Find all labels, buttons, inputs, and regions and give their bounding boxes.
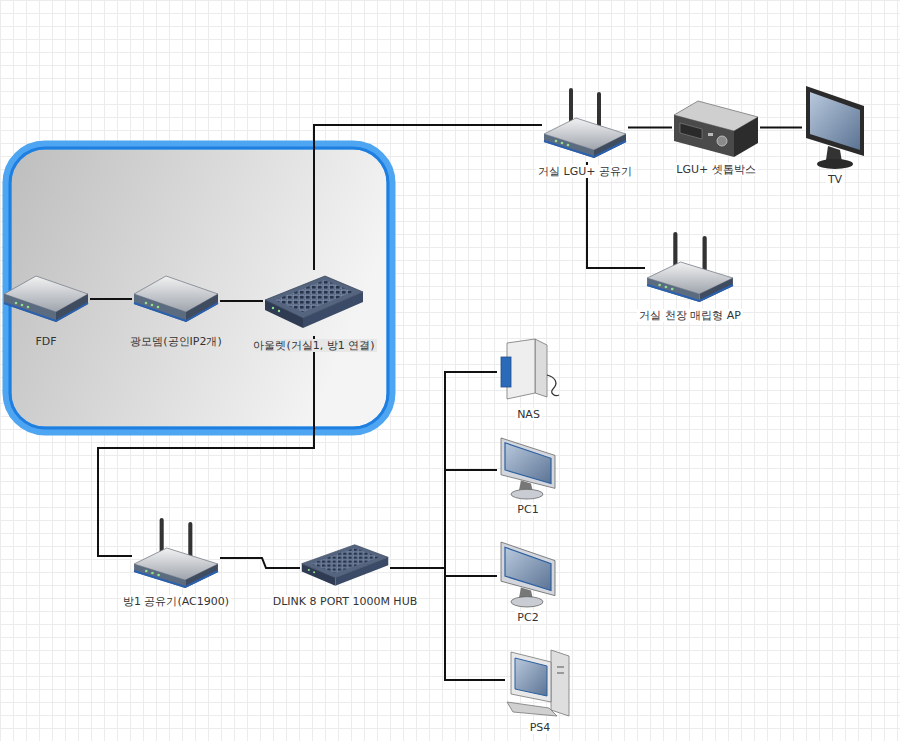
network-cable bbox=[390, 470, 497, 568]
device-icon bbox=[2, 266, 90, 332]
network-device: LGU+ 셋톱박스 bbox=[672, 95, 760, 160]
device-icon-shape bbox=[265, 276, 363, 328]
device-icon-shape bbox=[806, 86, 864, 169]
device-icon-shape bbox=[507, 650, 569, 716]
device-icon bbox=[645, 232, 735, 306]
network-cable bbox=[98, 336, 314, 556]
network-device: FDF bbox=[2, 266, 90, 332]
device-icon bbox=[132, 266, 220, 332]
device-icon-shape bbox=[302, 545, 388, 586]
device-label: 광모뎀(공인IP2개) bbox=[128, 335, 223, 348]
device-icon-shape bbox=[544, 88, 626, 158]
network-device: 거실 LGU+ 공유기 bbox=[542, 88, 628, 162]
network-device: PC2 bbox=[497, 540, 559, 608]
device-label: NAS bbox=[515, 408, 542, 421]
device-icon-shape bbox=[134, 276, 218, 322]
device-label: 아울렛(거실1, 방1 연결) bbox=[251, 339, 376, 352]
device-label: FDF bbox=[33, 335, 58, 348]
network-cable bbox=[90, 298, 132, 300]
device-icon bbox=[505, 638, 575, 718]
network-device: 아울렛(거실1, 방1 연결) bbox=[263, 270, 365, 336]
device-icon-shape bbox=[647, 232, 733, 302]
device-label: 방1 공유기(AC1900) bbox=[121, 595, 231, 608]
network-cable bbox=[390, 568, 505, 680]
network-device: 광모뎀(공인IP2개) bbox=[132, 266, 220, 332]
network-device: TV bbox=[802, 84, 868, 170]
device-label: DLINK 8 PORT 1000M HUB bbox=[271, 595, 419, 608]
device-label: 거실 천장 매립형 AP bbox=[637, 309, 743, 322]
network-cable bbox=[628, 127, 672, 129]
network-cable bbox=[390, 568, 497, 576]
network-device: 방1 공유기(AC1900) bbox=[132, 518, 220, 592]
device-icon bbox=[497, 335, 560, 405]
device-icon-shape bbox=[501, 438, 555, 499]
device-label: PC2 bbox=[515, 611, 540, 624]
device-icon bbox=[263, 270, 365, 336]
device-icon bbox=[497, 436, 559, 500]
device-icon bbox=[672, 95, 760, 160]
device-icon-shape bbox=[674, 101, 758, 157]
network-cable bbox=[314, 125, 542, 270]
network-device: NAS bbox=[497, 335, 560, 405]
network-cable bbox=[760, 127, 802, 129]
device-label: PS4 bbox=[528, 721, 553, 734]
device-icon bbox=[802, 84, 868, 170]
network-device: PC1 bbox=[497, 436, 559, 500]
network-device: 거실 천장 매립형 AP bbox=[645, 232, 735, 306]
device-icon bbox=[300, 540, 390, 592]
device-icon bbox=[497, 540, 559, 608]
device-icon bbox=[132, 518, 220, 592]
device-label: TV bbox=[826, 173, 844, 186]
device-icon-shape bbox=[501, 339, 559, 399]
device-icon bbox=[542, 88, 628, 162]
network-cable bbox=[220, 558, 300, 568]
device-label: 거실 LGU+ 공유기 bbox=[536, 165, 634, 178]
network-cable bbox=[220, 300, 263, 302]
device-label: PC1 bbox=[515, 503, 540, 516]
device-icon-shape bbox=[501, 542, 555, 607]
network-cable bbox=[390, 372, 497, 568]
device-label: LGU+ 셋톱박스 bbox=[674, 163, 757, 176]
device-icon-shape bbox=[134, 518, 218, 588]
network-device: PS4 bbox=[505, 638, 575, 718]
network-device: DLINK 8 PORT 1000M HUB bbox=[300, 540, 390, 592]
device-icon-shape bbox=[4, 276, 88, 322]
